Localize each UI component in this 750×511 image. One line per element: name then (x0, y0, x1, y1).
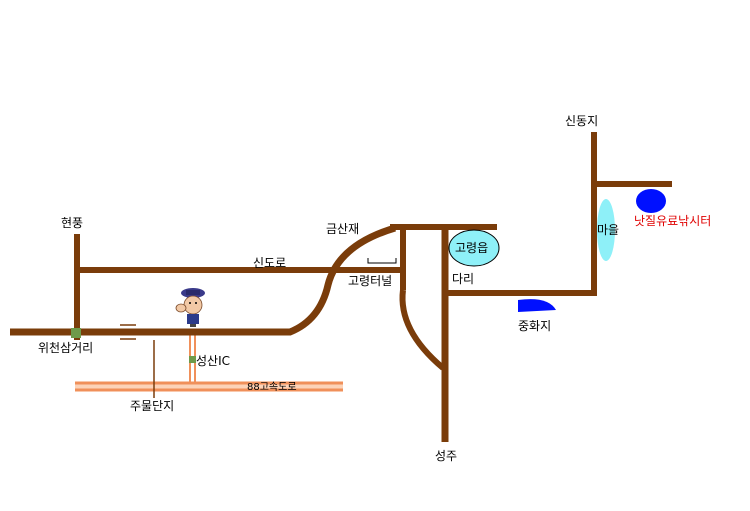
fishing-pond (636, 189, 666, 213)
seongsan-ic-marker (189, 356, 196, 363)
old-main-road (10, 224, 397, 336)
maeul-pond (597, 199, 615, 261)
bypass-curve (399, 289, 445, 371)
junghwaji-pond (518, 299, 556, 312)
label-expressway-88: 88고속도로 (247, 381, 297, 393)
police-mascot-icon (175, 288, 205, 327)
label-new-road: 신도로 (253, 256, 286, 270)
map-labels: 현풍 위천삼거리 신도로 금산재 고령읍 고령터널 다리 신동지 마을 낫질유료… (38, 114, 711, 463)
goryeong-eup-marker (448, 229, 500, 267)
label-sindongji: 신동지 (565, 114, 598, 128)
label-maeul: 마을 (597, 223, 619, 237)
label-jumul-complex: 주물단지 (130, 399, 174, 413)
label-goryeong-eup: 고령읍 (455, 241, 488, 255)
label-seongsan-ic: 성산IC (196, 354, 230, 368)
label-fishing-site: 낫질유료낚시터 (634, 214, 711, 228)
label-geumsanjae: 금산재 (326, 222, 359, 236)
label-wicheon-junction: 위천삼거리 (38, 340, 93, 355)
label-goryeong-terminal: 고령터널 (348, 274, 392, 288)
main-roads (10, 132, 672, 442)
label-hyeonpung: 현풍 (61, 216, 83, 230)
label-dari: 다리 (452, 272, 474, 286)
tunnel-marker (367, 258, 397, 264)
bridge-icon (120, 324, 136, 340)
expressway-88-road (75, 381, 343, 392)
junction-square-icon (71, 328, 81, 338)
label-junghwaji: 중화지 (518, 319, 551, 333)
label-seongju: 성주 (435, 449, 457, 463)
